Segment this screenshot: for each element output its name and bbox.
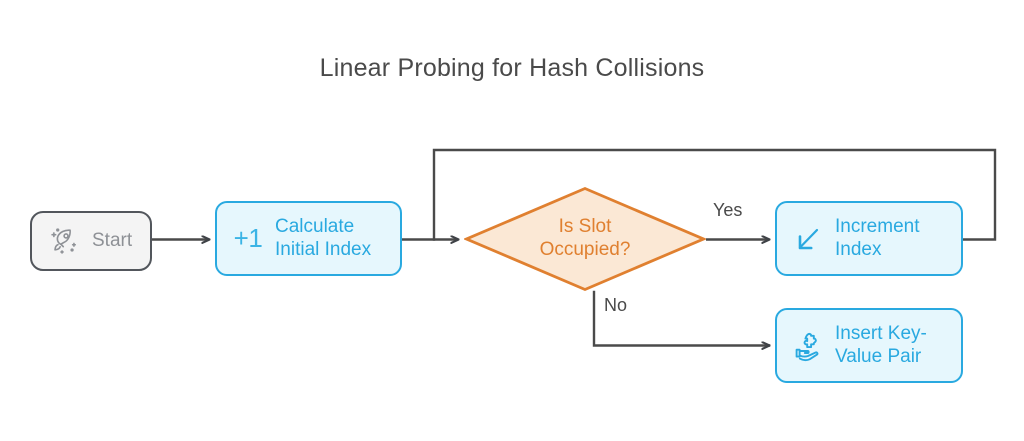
plus-one-text: +1: [233, 223, 263, 253]
node-increment-label-line2: Index: [835, 238, 882, 260]
node-calculate-initial-index[interactable]: +1 Calculate Initial Index: [215, 201, 402, 276]
node-decision-label-line2: Occupied?: [539, 239, 631, 260]
plus-one-icon: +1: [229, 220, 267, 258]
node-decision-label: Is Slot Occupied?: [464, 186, 706, 292]
edge-label-no: No: [604, 295, 628, 315]
node-insert-label-line2: Value Pair: [835, 345, 922, 367]
hand-puzzle-icon: [789, 327, 827, 365]
node-start[interactable]: Start: [30, 211, 152, 271]
node-calculate-label-line2: Initial Index: [275, 238, 372, 260]
node-increment-label: Increment Index: [835, 216, 919, 261]
node-is-slot-occupied[interactable]: Is Slot Occupied?: [464, 186, 706, 292]
edge-label-yes: Yes: [713, 200, 743, 220]
node-insert-label-line1: Insert Key-: [835, 323, 927, 345]
decision-diamond-shape: [464, 186, 706, 292]
edge-decision-to-insert: [592, 290, 769, 346]
node-calculate-label-line1: Calculate: [275, 216, 355, 238]
node-calculate-label: Calculate Initial Index: [275, 216, 371, 261]
node-start-label: Start: [92, 230, 133, 251]
rocket-icon: [45, 222, 83, 260]
page-title: Linear Probing for Hash Collisions: [319, 54, 705, 82]
node-decision-label-line1: Is Slot: [558, 216, 612, 238]
edge-increment-loopback: [432, 148, 997, 241]
node-increment-label-line1: Increment: [835, 216, 920, 238]
node-increment-index[interactable]: Increment Index: [775, 201, 963, 276]
node-insert-label: Insert Key- Value Pair: [835, 323, 927, 368]
arrow-down-left-icon: [789, 220, 827, 258]
node-insert-key-value-pair[interactable]: Insert Key- Value Pair: [775, 308, 963, 383]
